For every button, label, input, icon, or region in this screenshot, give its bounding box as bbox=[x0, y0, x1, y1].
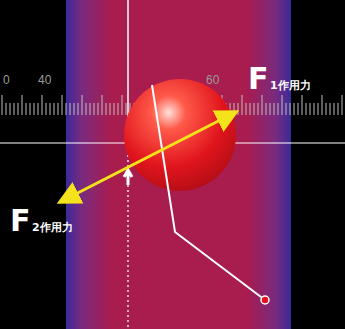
ruler-tick bbox=[66, 103, 67, 115]
ruler-tick bbox=[274, 103, 275, 115]
ruler-tick bbox=[238, 103, 239, 115]
ruler-tick bbox=[122, 95, 123, 115]
ruler-tick bbox=[90, 103, 91, 115]
ruler-tick bbox=[282, 95, 283, 115]
ruler-tick bbox=[14, 103, 15, 115]
ruler-tick bbox=[22, 95, 23, 115]
ruler-tick bbox=[30, 103, 31, 115]
ruler-tick bbox=[82, 95, 83, 115]
ruler-tick bbox=[2, 95, 3, 115]
ruler-tick bbox=[70, 103, 71, 115]
ruler-tick bbox=[98, 103, 99, 115]
force-symbol: F bbox=[10, 206, 31, 236]
ruler-tick bbox=[102, 95, 103, 115]
ruler-tick bbox=[242, 95, 243, 115]
ruler-tick bbox=[266, 103, 267, 115]
ruler-tick bbox=[322, 95, 323, 115]
ruler-tick bbox=[334, 103, 335, 115]
ruler-tick bbox=[298, 103, 299, 115]
ruler-tick bbox=[270, 103, 271, 115]
ruler-tick bbox=[258, 103, 259, 115]
ruler-tick bbox=[110, 103, 111, 115]
ruler-number: 0 bbox=[3, 74, 10, 86]
force-symbol: F bbox=[248, 64, 269, 94]
ruler-tick bbox=[294, 103, 295, 115]
ruler-tick bbox=[26, 103, 27, 115]
ruler-tick bbox=[34, 103, 35, 115]
force-subscript: 1作用力 bbox=[270, 80, 311, 91]
ruler-tick bbox=[62, 95, 63, 115]
force-subscript: 2作用力 bbox=[32, 222, 73, 233]
ruler-tick bbox=[342, 95, 343, 115]
ruler-tick bbox=[114, 103, 115, 115]
ruler-tick bbox=[318, 103, 319, 115]
ruler-tick bbox=[38, 103, 39, 115]
ruler-tick bbox=[42, 95, 43, 115]
ruler-tick bbox=[302, 95, 303, 115]
ruler-tick bbox=[86, 103, 87, 115]
ruler-tick bbox=[10, 103, 11, 115]
ruler-tick bbox=[126, 103, 127, 115]
ruler-tick bbox=[326, 103, 327, 115]
ruler-tick bbox=[330, 103, 331, 115]
ruler-tick bbox=[74, 103, 75, 115]
ruler-tick bbox=[338, 103, 339, 115]
ruler-tick bbox=[262, 95, 263, 115]
ruler-tick bbox=[250, 103, 251, 115]
ruler-tick bbox=[118, 103, 119, 115]
ruler-tick bbox=[54, 103, 55, 115]
ruler-tick bbox=[306, 103, 307, 115]
ruler-number: 40 bbox=[38, 74, 51, 86]
ruler-tick bbox=[286, 103, 287, 115]
ruler-tick bbox=[314, 103, 315, 115]
ruler-tick bbox=[94, 103, 95, 115]
ruler-tick bbox=[50, 103, 51, 115]
ruler-tick bbox=[246, 103, 247, 115]
ruler-tick bbox=[78, 103, 79, 115]
ruler-tick bbox=[290, 103, 291, 115]
ruler-tick bbox=[106, 103, 107, 115]
ruler-tick bbox=[46, 103, 47, 115]
ruler-number: 60 bbox=[206, 74, 219, 86]
ruler-tick bbox=[278, 103, 279, 115]
ruler-tick bbox=[310, 103, 311, 115]
ruler-tick bbox=[18, 103, 19, 115]
ruler-tick bbox=[6, 103, 7, 115]
ruler-tick bbox=[254, 103, 255, 115]
ruler-tick bbox=[58, 103, 59, 115]
